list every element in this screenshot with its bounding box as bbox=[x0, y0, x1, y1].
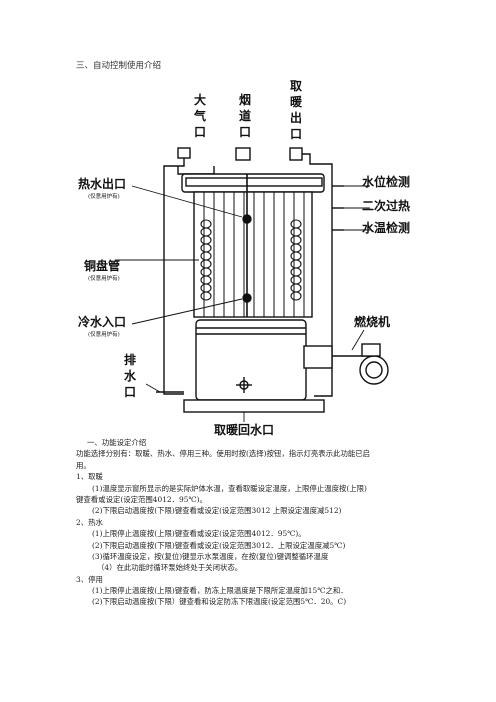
section-hot-water-title: 2、热水 bbox=[76, 517, 103, 527]
label-flue-1: 烟 bbox=[239, 93, 251, 107]
burner-fan bbox=[359, 355, 389, 385]
hot-water-line-3: (3)循环温度设定，按(复位)键显示水泵温度，在按(复位)键调整循环温度 bbox=[92, 551, 329, 561]
label-atmosphere-3: 口 bbox=[194, 125, 206, 139]
label-flue-3: 口 bbox=[239, 125, 251, 139]
atmosphere-pipe bbox=[163, 156, 185, 395]
intro-line-2: 用。 bbox=[76, 460, 91, 470]
label-cold-water-inlet-note: (仅意用炉有) bbox=[88, 330, 120, 338]
label-heating-outlet-2: 暖 bbox=[290, 94, 303, 109]
label-atmosphere-2: 气 bbox=[193, 108, 206, 123]
label-heating-outlet-3: 出 bbox=[290, 110, 302, 125]
boiler-diagram: 大 气 口 烟 道 口 取 暖 出 口 热水出口 铜盘管 冷水入口 排 水 口 … bbox=[78, 79, 410, 436]
label-atmosphere-1: 大 bbox=[194, 92, 206, 107]
copper-coil bbox=[200, 219, 302, 301]
section-title: 三、自动控制使用介绍 bbox=[76, 61, 162, 71]
label-heating-outlet-1: 取 bbox=[290, 79, 302, 93]
heating-outlet-port bbox=[289, 147, 303, 161]
body-text: 一、功能设定介绍 功能选择分别有：取暖、热水、停用三种。使用时按(选择)按钮，指… bbox=[76, 437, 436, 608]
label-drain-3: 口 bbox=[124, 385, 136, 399]
function-heading: 一、功能设定介绍 bbox=[87, 438, 147, 447]
combustion-chamber bbox=[195, 319, 307, 401]
label-copper-coil: 铜盘管 bbox=[84, 258, 120, 273]
heating-line-2: 键查看或设定(设定范围4012．95℃)。 bbox=[76, 494, 207, 504]
section-heating-title: 1、取暖 bbox=[76, 472, 103, 482]
intro-line-1: 功能选择分别有：取暖、热水、停用三种。使用时按(选择)按钮，指示灯亮表示此功能已… bbox=[76, 449, 371, 459]
label-water-level-detect: 水位检测 bbox=[362, 174, 410, 189]
label-copper-coil-note: (仅意用炉有) bbox=[88, 274, 120, 282]
base bbox=[183, 399, 325, 413]
label-hot-water-outlet: 热水出口 bbox=[78, 176, 126, 191]
top-manifold bbox=[177, 166, 215, 175]
label-drain-2: 水 bbox=[124, 368, 137, 383]
upper-drum bbox=[181, 173, 325, 193]
heating-line-3: (2)下限启动温度按(下限)键查看或设定(设定范围3012 上限设定温度减512… bbox=[92, 506, 342, 516]
flue-port bbox=[235, 147, 251, 161]
atmosphere-port bbox=[177, 147, 191, 159]
hot-water-line-1: (1)上限停止温度按(上限)键查看或设定(设定范围4012．95℃)。 bbox=[92, 529, 306, 539]
heating-line-1: (1)温度显示窗所显示的是实际炉体水温，查看取暖设定温度，上限停止温度按(上限) bbox=[92, 483, 367, 493]
label-water-temp-detect: 水温检测 bbox=[362, 220, 410, 235]
section-disable-title: 3、停用 bbox=[76, 574, 103, 584]
label-drain-1: 排 bbox=[124, 352, 136, 367]
hot-water-line-4: （4）在此功能时循环泵始终处于关闭状态。 bbox=[97, 563, 243, 573]
disable-line-1: (1)上限停止温度按(上限)键查看，防冻上限温度是下限所定温度加15℃之和． bbox=[92, 586, 348, 596]
hot-water-line-2: (2)下限启动温度按(下限)键查看或设定(设定范围3012．上限设定温度减5℃) bbox=[92, 540, 346, 550]
label-flue-2: 道 bbox=[239, 108, 251, 123]
heating-outlet-pipe bbox=[302, 153, 333, 397]
label-cold-water-inlet: 冷水入口 bbox=[78, 314, 126, 329]
disable-line-2: (2)下限启动温度按(下限）键查看和设定防冻下限温度(设定范围5℃．20。C) bbox=[92, 597, 347, 607]
burner-body bbox=[303, 345, 333, 369]
label-hot-water-outlet-note: (仅意用炉有) bbox=[88, 192, 120, 200]
label-heating-outlet-4: 口 bbox=[290, 127, 302, 141]
label-burner: 燃烧机 bbox=[354, 314, 390, 329]
label-secondary-overheat: 二次过热 bbox=[362, 198, 410, 213]
label-heating-return: 取暖回水口 bbox=[214, 422, 274, 436]
